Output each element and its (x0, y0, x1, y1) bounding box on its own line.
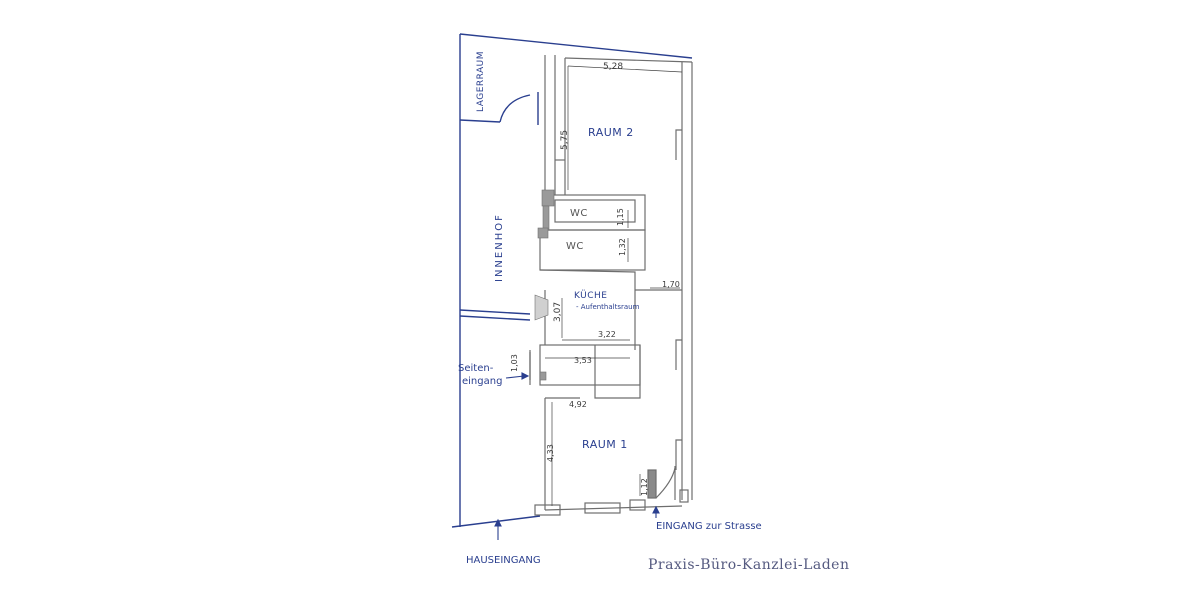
annotation-seiteneingang-1: Seiten- (458, 363, 494, 374)
building-walls (529, 55, 693, 516)
dim-side-door: 1,03 (510, 354, 519, 372)
dim-entrance-door: 1,12 (640, 478, 649, 496)
room-label-wc-lower: WC (566, 241, 584, 252)
wall-hatching (534, 189, 555, 381)
plot-boundary (451, 33, 693, 528)
arrows (494, 372, 660, 540)
annotation-eingang-strasse: EINGANG zur Strasse (656, 521, 762, 532)
room-label-lagerraum: LAGERRAUM (476, 50, 486, 112)
plan-title: Praxis-Büro-Kanzlei-Laden (648, 557, 850, 573)
room-label-raum2: RAUM 2 (588, 126, 634, 139)
room-label-raum1: RAUM 1 (582, 438, 628, 451)
dim-raum2-depth: 5,75 (560, 129, 570, 150)
dim-wc-lower: 1,32 (618, 238, 627, 256)
dim-wc-upper: 1,15 (616, 208, 625, 226)
room-label-aufenthaltsraum: - Aufenthaltsraum (576, 303, 640, 311)
dim-kueche-width: 3,22 (598, 330, 616, 339)
dim-kueche-depth: 3,07 (553, 301, 563, 322)
annotation-seiteneingang-2: eingang (462, 376, 503, 387)
room-label-innenhof: INNENHOF (494, 213, 505, 282)
dim-corridor-width: 3,53 (574, 356, 592, 365)
dim-raum1-width: 4,92 (569, 400, 587, 409)
dimension-lines (529, 65, 683, 506)
room-label-wc-upper: WC (570, 208, 588, 219)
dim-raum2-width: 5,28 (603, 62, 624, 72)
dim-corridor: 1,70 (662, 280, 680, 289)
annotation-hauseingang: HAUSEINGANG (466, 555, 541, 566)
room-label-kueche: KÜCHE (574, 291, 608, 301)
dim-raum1-depth: 4,33 (546, 444, 555, 462)
